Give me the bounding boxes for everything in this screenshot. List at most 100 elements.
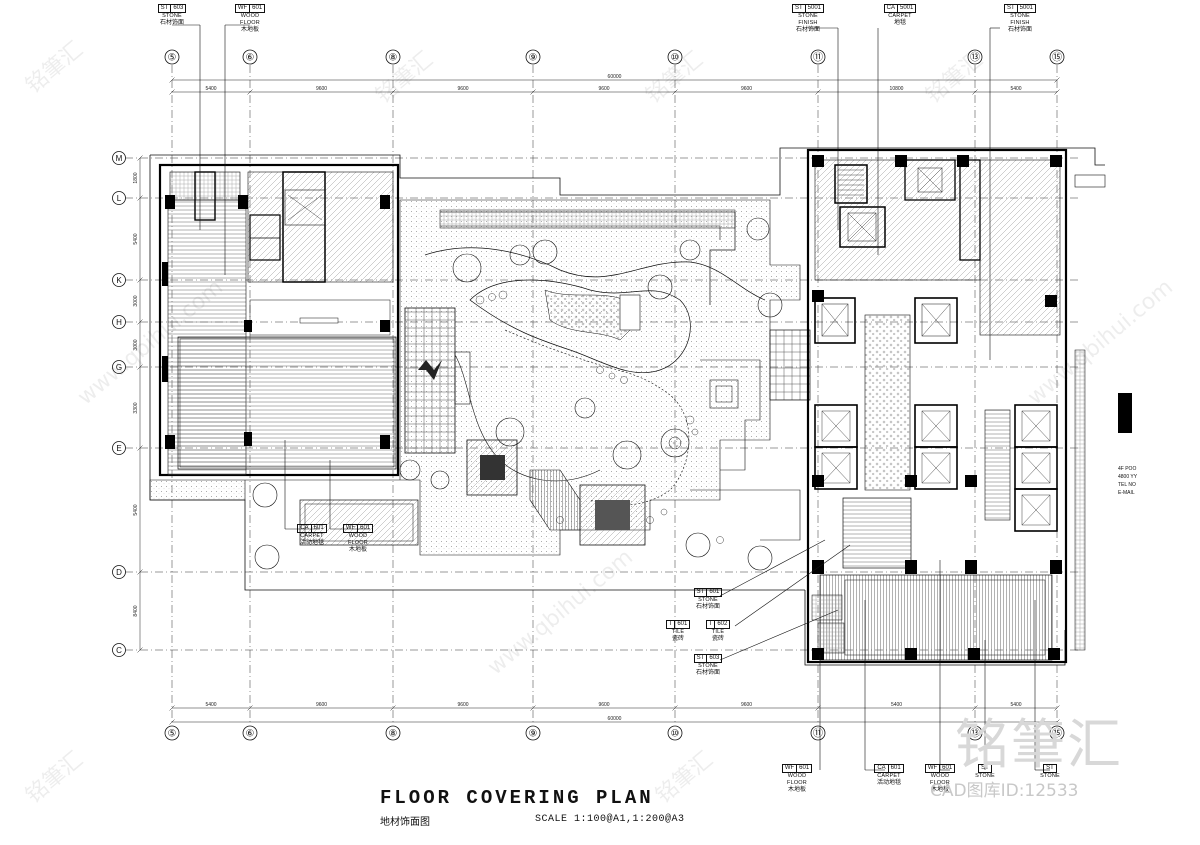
- grid-bubble: [112, 360, 126, 374]
- grid-bubble: [112, 273, 126, 287]
- material-name-cn: 瓷砖: [671, 636, 684, 642]
- dimension-overall: 60000: [608, 74, 622, 80]
- material-name-cn: 木地板: [240, 27, 259, 33]
- material-code: WF: [783, 765, 798, 772]
- material-name-cn: 木地板: [930, 787, 949, 793]
- grid-label: M: [116, 154, 123, 163]
- material-name-cn: 木地板: [787, 787, 806, 793]
- material-name-en: STONE: [975, 773, 995, 779]
- material-name-en: CARPET: [877, 773, 901, 779]
- material-name-en: WOOD FLOOR: [348, 533, 368, 546]
- dimension-label: 9600: [457, 702, 468, 708]
- watermark-id: CAD图库ID:12533: [930, 781, 1079, 801]
- material-code: WF: [926, 765, 941, 772]
- grid-label: K: [116, 276, 122, 285]
- material-name-en: CARPET: [888, 13, 912, 19]
- dimension-label: 3000: [133, 295, 139, 306]
- material-name-en: STONE FINISH: [1010, 13, 1030, 26]
- dimension-label: 1800: [133, 172, 139, 183]
- material-code: ST: [159, 5, 172, 12]
- material-code-box: ST: [978, 764, 992, 773]
- grid-bubble: [112, 643, 126, 657]
- grid-bubble: [810, 725, 826, 741]
- grid-label: C: [116, 646, 122, 655]
- side-note-line: TEL NO: [1118, 482, 1136, 488]
- grid-bubble: [242, 49, 258, 65]
- material-number: 5001: [1019, 5, 1034, 11]
- drawing-subtitle: 地材饰面图: [380, 817, 430, 828]
- grid-label: E: [116, 444, 121, 453]
- grid-label: ⑪: [813, 52, 823, 64]
- dimension-overall: 60000: [608, 716, 622, 722]
- material-number: 601: [252, 5, 263, 11]
- dimension-lines: [137, 77, 1060, 725]
- left-building: [158, 163, 400, 477]
- grid-bubble: [667, 49, 683, 65]
- dimension-label: 5400: [205, 702, 216, 708]
- dimension-label: 5400: [891, 702, 902, 708]
- grid-label: ⑪: [813, 728, 823, 740]
- grid-label: H: [116, 318, 122, 327]
- material-name-en: WOOD FLOOR: [930, 773, 950, 786]
- grid-label: ⑮: [1052, 728, 1062, 740]
- material-name-en: STONE: [698, 597, 718, 603]
- material-name-cn: 石材饰面: [1007, 27, 1032, 33]
- grid-bubble: [667, 725, 683, 741]
- grid-label: D: [116, 568, 122, 577]
- grid-bubble: [385, 49, 401, 65]
- grid-bubble: [525, 725, 541, 741]
- grid-bubble: [164, 725, 180, 741]
- grid-bubble: [525, 49, 541, 65]
- dimension-label: 3000: [133, 339, 139, 350]
- grid-label: ⑤: [168, 729, 177, 740]
- grid-bubble: [112, 565, 126, 579]
- material-name-cn: 石材饰面: [795, 27, 820, 33]
- grid-bubble: [112, 315, 126, 329]
- grid-label: ⑮: [1052, 52, 1062, 64]
- material-code: WF: [344, 525, 359, 532]
- dimension-label: 5400: [1010, 86, 1021, 92]
- material-code: T: [707, 621, 716, 628]
- material-name-en: TILE: [671, 629, 685, 635]
- grid-label: ⑧: [389, 729, 398, 740]
- dimension-label: 3300: [133, 402, 139, 413]
- material-code: CA: [875, 765, 889, 772]
- grid-label: ⑬: [970, 52, 980, 64]
- side-note: 4F POO 4800 YY TEL NO E-MAIL: [1118, 465, 1137, 497]
- material-name-cn: 石材饰面: [695, 604, 720, 610]
- material-number: 5001: [807, 5, 822, 11]
- material-number: 601: [360, 525, 371, 531]
- material-name-en: CARPET: [300, 533, 324, 539]
- side-note-line: E-MAIL: [1118, 490, 1135, 496]
- grid-label: ⑬: [970, 728, 980, 740]
- grid-bubble: [242, 725, 258, 741]
- dimension-label: 5400: [1010, 702, 1021, 708]
- material-code: ST: [981, 765, 989, 771]
- material-name-cn: 活动地毯: [299, 540, 324, 546]
- grid-label: ⑥: [246, 53, 255, 64]
- watermark-logo: 铭筆汇: [955, 713, 1123, 776]
- grid-bubble: [967, 49, 983, 65]
- material-number: 601: [677, 621, 688, 627]
